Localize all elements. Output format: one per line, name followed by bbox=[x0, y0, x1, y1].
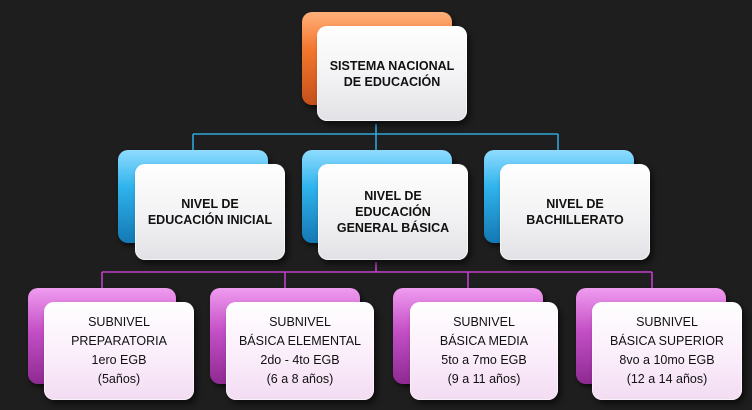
node-line: BÁSICA MEDIA bbox=[439, 334, 529, 348]
node-line: (5años) bbox=[97, 372, 141, 386]
connector-level-to-sublevels bbox=[101, 262, 653, 290]
node-line: EDUCACIÓN bbox=[355, 205, 431, 219]
node-line: (9 a 11 años) bbox=[447, 372, 521, 386]
node-line: BÁSICA SUPERIOR bbox=[610, 334, 724, 348]
node-card: NIVEL DE EDUCACIÓN INICIAL bbox=[135, 164, 285, 260]
node-card: NIVEL DE BACHILLERATO bbox=[500, 164, 650, 260]
node-line: PREPARATORIA bbox=[71, 334, 167, 348]
node-line: DE EDUCACIÓN bbox=[343, 74, 441, 89]
node-line: NIVEL DE bbox=[181, 197, 239, 211]
node-line: 2do - 4to EGB bbox=[260, 353, 340, 367]
node-line: SUBNIVEL bbox=[636, 315, 698, 329]
connector-root-to-levels bbox=[192, 124, 559, 152]
node-card: SISTEMA NACIONAL DE EDUCACIÓN bbox=[317, 26, 467, 121]
node-line: EDUCACIÓN INICIAL bbox=[147, 213, 273, 227]
node-card: NIVEL DE EDUCACIÓN GENERAL BÁSICA bbox=[318, 164, 468, 260]
node-line: GENERAL BÁSICA bbox=[336, 221, 450, 235]
node-line: (12 a 14 años) bbox=[626, 372, 708, 386]
node-line: (6 a 8 años) bbox=[266, 372, 334, 386]
node-card: SUBNIVEL BÁSICA ELEMENTAL 2do - 4to EGB … bbox=[226, 302, 374, 400]
node-line: SISTEMA NACIONAL bbox=[329, 58, 455, 73]
node-card: SUBNIVEL BÁSICA MEDIA 5to a 7mo EGB (9 a… bbox=[410, 302, 558, 400]
node-line: NIVEL DE bbox=[364, 189, 422, 203]
node-line: 1ero EGB bbox=[91, 353, 147, 367]
node-line: SUBNIVEL bbox=[88, 315, 150, 329]
node-card: SUBNIVEL PREPARATORIA 1ero EGB (5años) bbox=[44, 302, 194, 400]
node-line: NIVEL DE bbox=[546, 197, 604, 211]
node-line: 5to a 7mo EGB bbox=[441, 353, 527, 367]
node-line: BÁSICA ELEMENTAL bbox=[238, 334, 362, 348]
node-line: BACHILLERATO bbox=[526, 213, 624, 227]
node-line: 8vo a 10mo EGB bbox=[619, 353, 715, 367]
node-card: SUBNIVEL BÁSICA SUPERIOR 8vo a 10mo EGB … bbox=[592, 302, 742, 400]
node-line: SUBNIVEL bbox=[269, 315, 331, 329]
node-line: SUBNIVEL bbox=[453, 315, 515, 329]
